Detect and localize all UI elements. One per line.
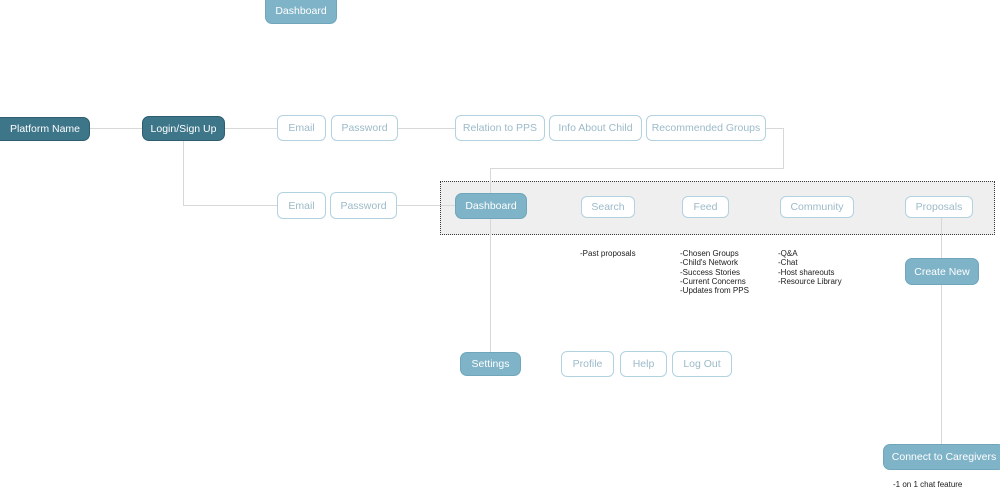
list-item: -Updates from PPS [680, 286, 749, 296]
node-login-signup[interactable]: Login/Sign Up [142, 116, 225, 141]
connector-password2-to-dashboard [397, 205, 455, 206]
connector-platform-to-login [90, 128, 142, 129]
node-help[interactable]: Help [620, 351, 667, 377]
connector-recgroups-across [490, 168, 784, 169]
node-recommended-groups[interactable]: Recommended Groups [646, 115, 766, 141]
list-item: -Resource Library [778, 276, 842, 286]
connector-proposals-to-connect [941, 218, 942, 444]
list-item: -Past proposals [580, 249, 636, 258]
node-info-about-child[interactable]: Info About Child [549, 115, 642, 141]
node-signup-password[interactable]: Password [331, 115, 398, 141]
node-create-new[interactable]: Create New [905, 258, 979, 285]
node-nav-feed[interactable]: Feed [682, 196, 729, 218]
node-nav-proposals[interactable]: Proposals [905, 196, 973, 218]
node-nav-community[interactable]: Community [780, 196, 854, 218]
node-settings[interactable]: Settings [460, 352, 521, 376]
list-item: -Child's Network [680, 258, 738, 268]
connector-to-dashboard-and-settings [490, 168, 491, 353]
node-login-email[interactable]: Email [277, 192, 326, 219]
list-item: -Host shareouts [778, 267, 835, 277]
connector-recgroups-down [783, 128, 784, 169]
list-item: -Q&A [778, 249, 798, 258]
node-connect-to-caregivers[interactable]: Connect to Caregivers [883, 444, 1000, 470]
connector-login-to-email [225, 128, 277, 129]
node-login-password[interactable]: Password [330, 192, 397, 219]
list-item: -Current Concerns [680, 276, 746, 286]
connector-password-to-relation [398, 128, 455, 129]
connector-login-down [183, 141, 184, 205]
node-signup-email[interactable]: Email [277, 115, 326, 141]
list-item: -Chat [778, 258, 798, 268]
connector-login-to-email2 [183, 205, 277, 206]
node-top-dashboard[interactable]: Dashboard [265, 0, 337, 24]
node-relation-to-pps[interactable]: Relation to PPS [455, 115, 545, 141]
connect-note: -1 on 1 chat feature [893, 480, 963, 489]
search-annotation-list: -Past proposals [580, 249, 636, 258]
node-nav-dashboard[interactable]: Dashboard [455, 193, 527, 219]
node-profile[interactable]: Profile [561, 351, 614, 377]
feed-annotation-list: -Chosen Groups -Child's Network -Success… [680, 249, 749, 295]
node-log-out[interactable]: Log Out [672, 351, 732, 377]
node-platform-name[interactable]: Platform Name [0, 117, 90, 141]
node-nav-search[interactable]: Search [581, 196, 635, 218]
list-item: -Success Stories [680, 267, 741, 277]
community-annotation-list: -Q&A -Chat -Host shareouts -Resource Lib… [778, 249, 842, 286]
connector-recgroups-right [766, 128, 784, 129]
list-item: -Chosen Groups [680, 249, 739, 258]
